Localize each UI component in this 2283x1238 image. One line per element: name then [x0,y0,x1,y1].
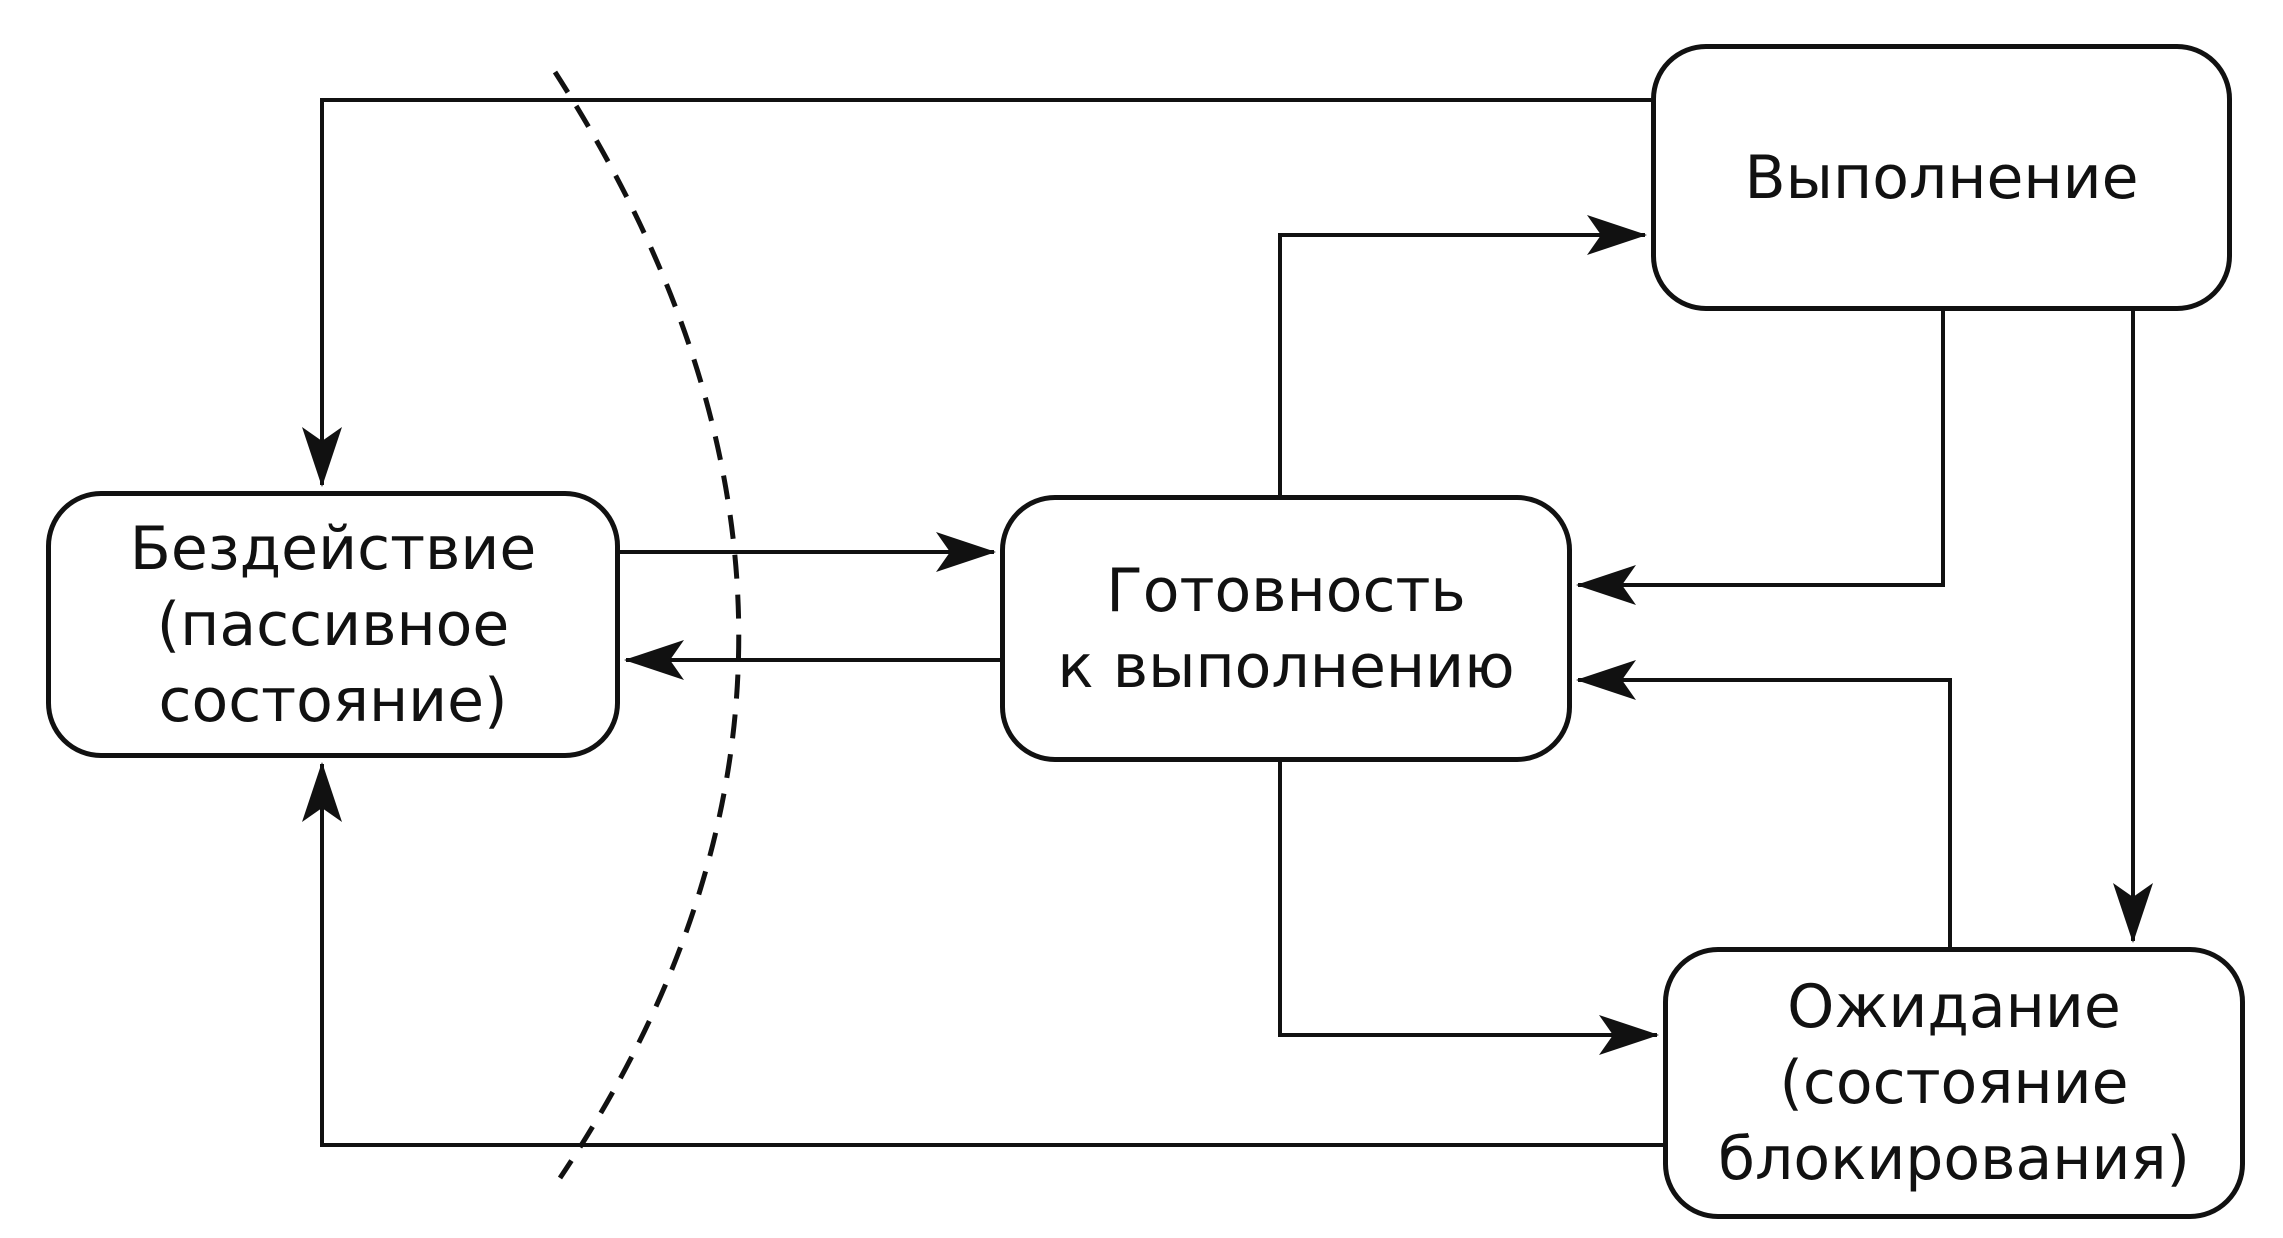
state-waiting-line-2: (состояние [1779,1048,2129,1118]
arrow-wait-to-idle [302,762,1663,1147]
arrow-run-to-ready [1576,311,1945,605]
state-waiting-box: Ожидание (состояние блокирования) [1663,947,2245,1219]
state-waiting-line-1: Ожидание [1787,972,2121,1042]
state-running-box: Выполнение [1651,44,2232,311]
state-running-line-1: Выполнение [1744,142,2139,213]
state-idle-line-3: состояние) [158,665,508,736]
arrow-wait-to-ready [1576,660,1952,947]
state-waiting-line-3: блокирования) [1718,1124,2190,1194]
arrow-ready-to-wait [1278,762,1659,1055]
state-ready-line-1: Готовность [1106,555,1466,626]
state-ready-line-2: к выполнению [1057,631,1515,702]
state-idle-line-1: Бездействие [129,513,537,584]
state-idle-box: Бездействие (пассивное состояние) [46,491,620,758]
arrow-ready-to-run [1278,215,1647,495]
state-ready-box: Готовность к выполнению [1000,495,1572,762]
state-idle-line-2: (пассивное [156,589,510,660]
arrow-run-to-idle [302,98,1651,487]
